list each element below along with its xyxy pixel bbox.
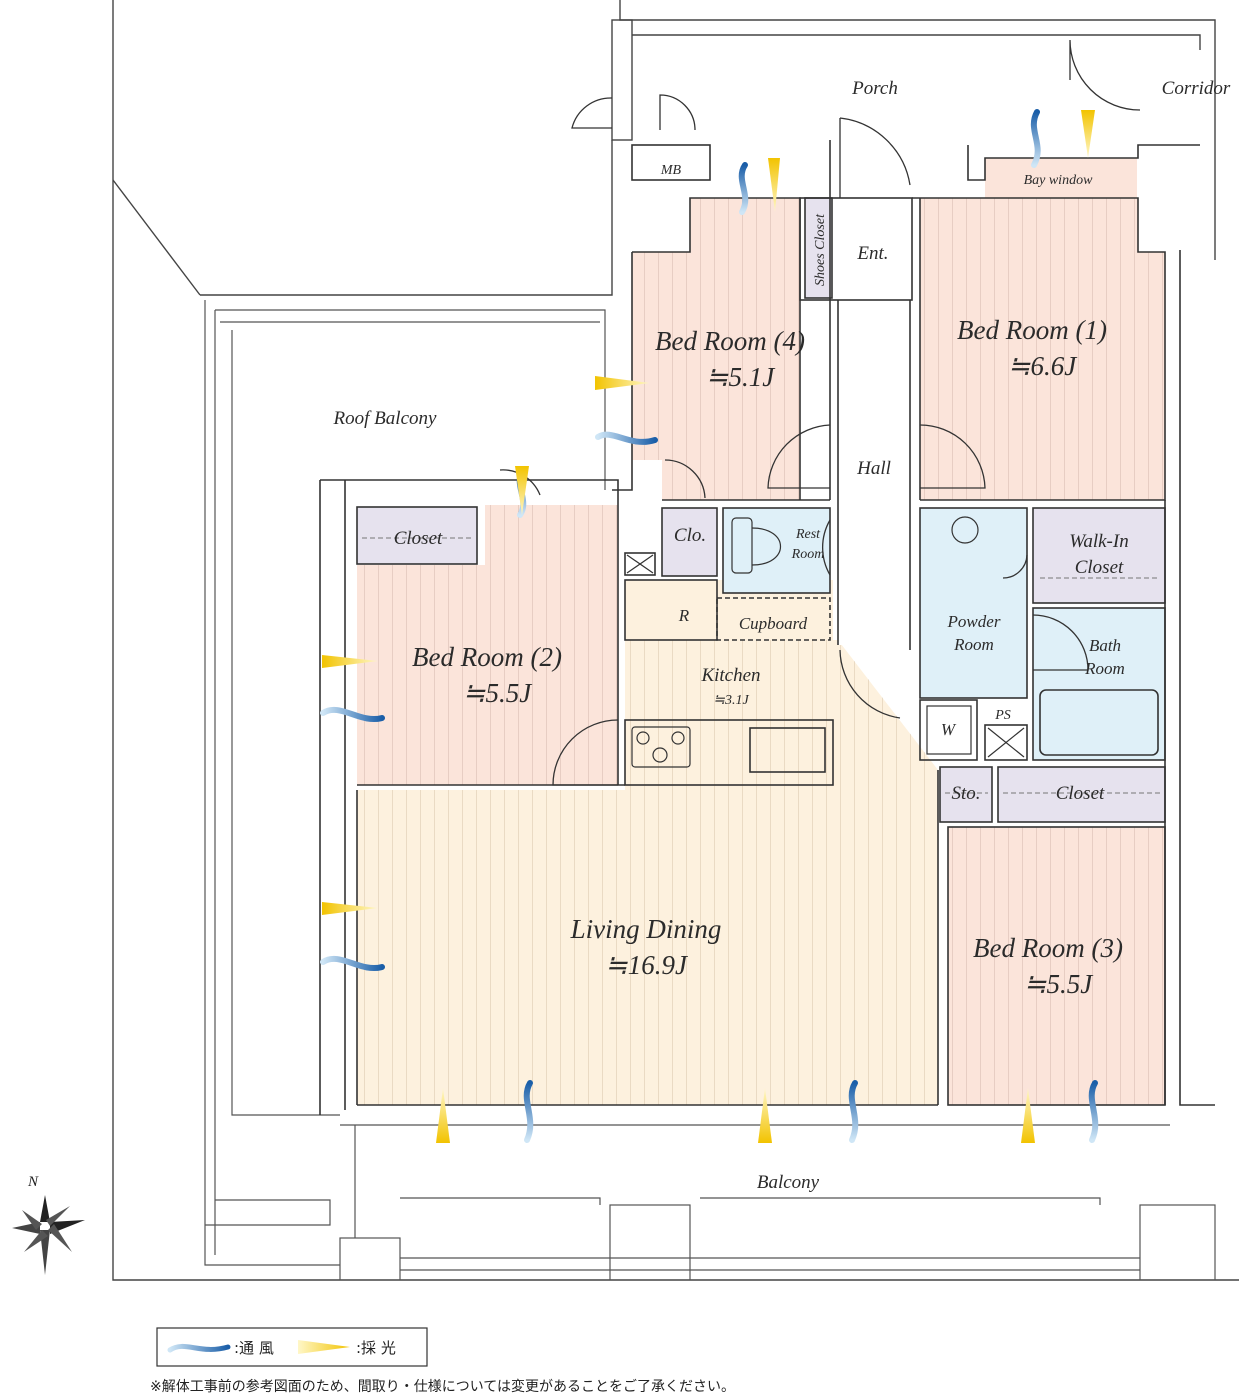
label-bath-1: Bath xyxy=(1089,636,1121,655)
wind-legend-icon xyxy=(167,1344,231,1353)
label-walkin-1: Walk-In xyxy=(1069,531,1128,552)
label-walkin-2: Closet xyxy=(1075,557,1124,578)
label-living-dining: Living Dining xyxy=(570,914,722,944)
label-kitchen: Kitchen xyxy=(700,665,760,686)
roof-balcony-frame xyxy=(204,300,606,1266)
light-icon xyxy=(322,655,378,668)
wind-icon xyxy=(1030,109,1041,168)
label-powder-1: Powder xyxy=(947,612,1001,631)
size-living-dining: ≒16.9J xyxy=(605,950,689,980)
wind-icon xyxy=(320,706,385,723)
wind-icon xyxy=(738,162,749,215)
label-powder-2: Room xyxy=(953,635,994,654)
label-closet-bed3: Closet xyxy=(1056,783,1105,804)
doors xyxy=(499,39,1141,786)
label-clo: Clo. xyxy=(674,525,706,546)
label-bay-window: Bay window xyxy=(1024,173,1093,188)
label-porch: Porch xyxy=(851,78,898,99)
wind-icon xyxy=(320,955,385,972)
size-bedroom-4: ≒5.1J xyxy=(706,362,776,392)
light-icon xyxy=(595,376,650,390)
label-roof-balcony: Roof Balcony xyxy=(333,408,437,429)
label-entrance: Ent. xyxy=(856,243,888,264)
label-mb: MB xyxy=(660,163,682,178)
label-shoes-closet: Shoes Closet xyxy=(813,213,828,286)
label-storage: Sto. xyxy=(951,783,980,804)
label-hall: Hall xyxy=(856,458,891,479)
compass-icon: N xyxy=(12,1174,85,1275)
size-bedroom-2: ≒5.5J xyxy=(463,678,533,708)
disclaimer-note: ※解体工事前の参考図面のため、間取り・仕様については変更があることをご了承くださ… xyxy=(150,1379,736,1395)
lighting-markers xyxy=(322,110,1095,1143)
light-icon xyxy=(515,466,529,515)
label-cupboard: Cupboard xyxy=(739,614,808,633)
label-bath-2: Room xyxy=(1084,659,1125,678)
wind-icon xyxy=(848,1080,859,1143)
label-bedroom-1: Bed Room (1) xyxy=(957,315,1107,345)
compass-north-label: N xyxy=(27,1174,39,1190)
light-icon xyxy=(758,1088,772,1143)
closet-rails xyxy=(362,537,1160,794)
label-bedroom-2: Bed Room (2) xyxy=(412,642,562,672)
label-corridor: Corridor xyxy=(1162,78,1231,99)
interior-walls xyxy=(319,140,1215,1115)
label-balcony: Balcony xyxy=(757,1172,820,1193)
light-legend-icon xyxy=(298,1340,350,1354)
size-bedroom-3: ≒5.5J xyxy=(1024,969,1094,999)
label-ps: PS xyxy=(994,708,1011,723)
size-kitchen: ≒3.1J xyxy=(713,693,749,708)
legend-lighting: :採 光 xyxy=(356,1339,396,1357)
label-rest-room-1: Rest xyxy=(795,527,821,542)
room-fills xyxy=(357,158,1165,1105)
label-bedroom-3: Bed Room (3) xyxy=(973,933,1123,963)
label-rest-room-2: Room xyxy=(791,547,825,562)
light-icon xyxy=(436,1088,450,1143)
room-labels: Porch Corridor MB Bay window Shoes Close… xyxy=(333,78,1231,1193)
label-closet-bed2: Closet xyxy=(394,528,443,549)
fixtures xyxy=(626,516,1025,768)
label-refrigerator: R xyxy=(678,606,690,625)
label-bedroom-4: Bed Room (4) xyxy=(655,326,805,356)
label-washer: W xyxy=(941,720,957,739)
legend-ventilation: :通 風 xyxy=(234,1339,274,1357)
light-icon xyxy=(1081,110,1095,158)
wind-icon xyxy=(1088,1080,1099,1143)
wind-icon xyxy=(523,1080,534,1143)
light-icon xyxy=(768,158,780,212)
wind-icon xyxy=(595,431,658,445)
light-icon xyxy=(1021,1088,1035,1143)
legend: :通 風 :採 光 xyxy=(156,1327,428,1367)
size-bedroom-1: ≒6.6J xyxy=(1008,351,1078,381)
light-icon xyxy=(322,902,378,915)
outer-walls xyxy=(112,0,1239,1281)
balcony-frame xyxy=(339,1124,1216,1281)
